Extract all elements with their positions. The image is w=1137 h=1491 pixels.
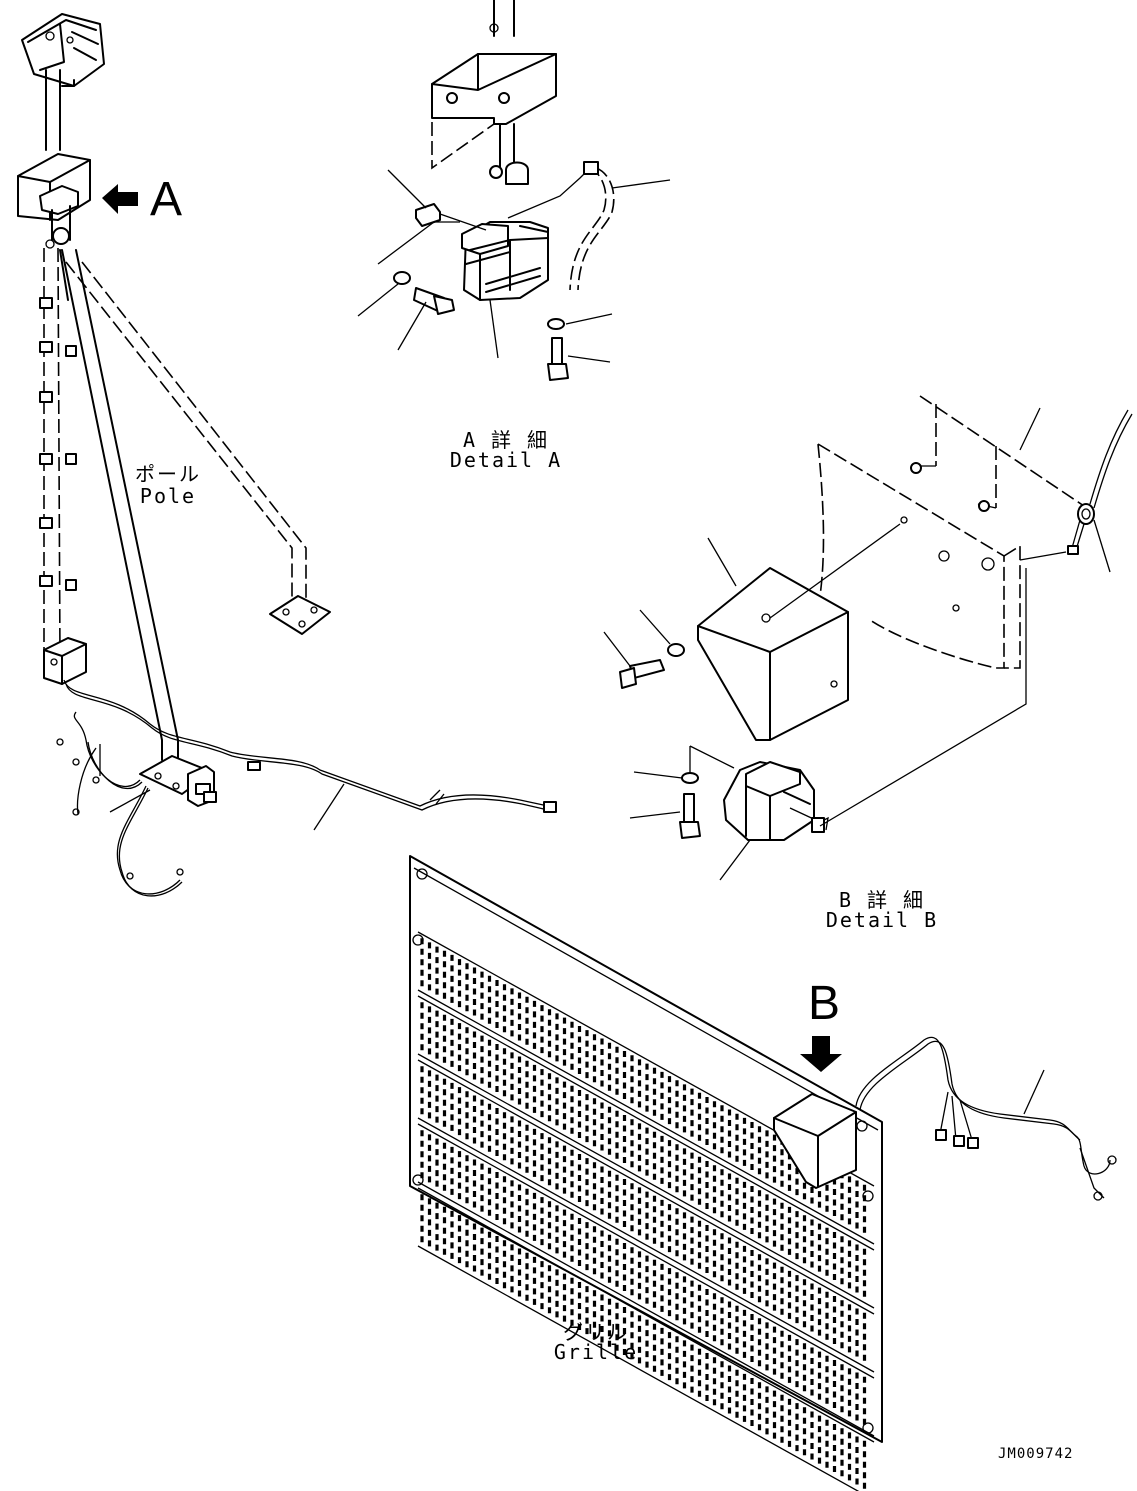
grille-mesh (417, 931, 875, 1491)
view-b-marker: B (808, 977, 841, 1030)
grille-band (417, 1059, 875, 1373)
detail-a-drawing (357, 0, 671, 381)
detail-b-drawing (603, 395, 1133, 881)
grille-slots (420, 1194, 867, 1489)
pole-clips (39, 297, 77, 591)
drawing-code: JM009742 (998, 1446, 1074, 1462)
detail-a-label-jp: A 詳 細 (462, 428, 550, 452)
grille-label-jp: グリル (563, 1320, 629, 1344)
grille-slots (420, 1002, 867, 1297)
grille-band (417, 995, 875, 1309)
grille-slots (420, 1130, 867, 1425)
pole-assembly (17, 13, 557, 897)
grille-band (417, 1187, 875, 1491)
view-a-marker: A (150, 173, 183, 226)
grille-slots (420, 1066, 867, 1361)
grille-drawing (409, 855, 1117, 1491)
grille-label-en: Grille (553, 1340, 639, 1364)
grille-band (417, 1123, 875, 1437)
pole-label-en: Pole (139, 484, 197, 508)
detail-b-label-jp: B 詳 細 (838, 888, 926, 912)
detail-a-label-en: Detail A (449, 448, 563, 472)
pole-label-jp: ポール (135, 462, 201, 486)
detail-b-label-en: Detail B (825, 908, 939, 932)
